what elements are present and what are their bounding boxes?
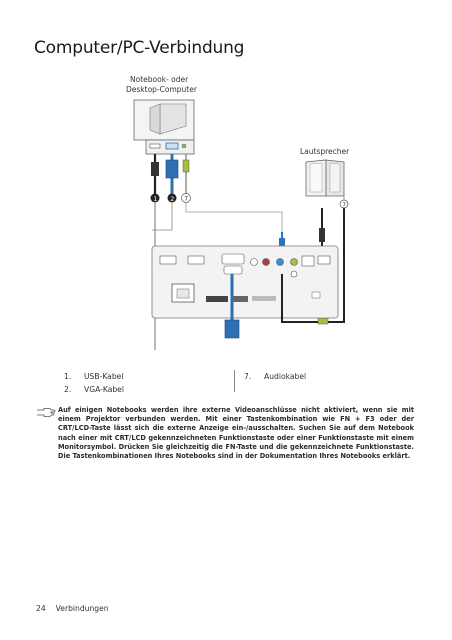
- legend-num: 7.: [244, 372, 252, 381]
- svg-text:1: 1: [153, 195, 157, 203]
- page-number: 24: [36, 604, 46, 613]
- note-text: Auf einigen Notebooks werden ihre extern…: [58, 406, 414, 461]
- speaker-label: Lautsprecher: [300, 147, 350, 156]
- audio-out-plug-icon: [317, 317, 329, 325]
- legend-num: 1.: [64, 372, 72, 381]
- legend-num: 2.: [64, 385, 72, 394]
- vga-in-plug-icon: [224, 319, 240, 339]
- usb-plug-icon: [151, 162, 159, 176]
- section-name: Verbindungen: [55, 604, 109, 613]
- audio-plug-icon: [182, 159, 190, 173]
- vga-plug-icon: [165, 159, 179, 179]
- legend-divider: [234, 370, 235, 392]
- connection-diagram: Notebook- oder Desktop-Computer 1 2 7 La…: [126, 75, 350, 350]
- callout-7-right: 7: [339, 199, 349, 208]
- note-hand-icon: [37, 408, 56, 417]
- svg-text:2: 2: [170, 195, 174, 203]
- legend-item-2: 2. VGA-Kabel: [64, 383, 124, 396]
- page-footer: 24 Verbindungen: [36, 604, 109, 613]
- legend-text: Audiokabel: [264, 372, 307, 381]
- speaker-icon: [305, 159, 345, 197]
- computer-label-line1: Notebook- oder: [130, 75, 189, 84]
- legend-text: VGA-Kabel: [84, 385, 124, 394]
- callout-2: 2: [167, 193, 177, 203]
- computer-label-line2: Desktop-Computer: [126, 85, 198, 94]
- page-title: Computer/PC-Verbindung: [34, 38, 245, 58]
- legend-item-7: 7. Audiokabel: [244, 370, 306, 383]
- legend-text: USB-Kabel: [84, 372, 124, 381]
- callout-1: 1: [150, 193, 160, 203]
- legend-item-1: 1. USB-Kabel: [64, 370, 124, 383]
- svg-text:7: 7: [342, 202, 346, 208]
- callout-7-left: 7: [181, 193, 191, 203]
- projector-icon: [151, 245, 339, 319]
- legend-right: 7. Audiokabel: [244, 370, 306, 383]
- legend-left: 1. USB-Kabel 2. VGA-Kabel: [64, 370, 124, 396]
- svg-text:7: 7: [184, 196, 188, 203]
- computer-icon: [133, 99, 195, 155]
